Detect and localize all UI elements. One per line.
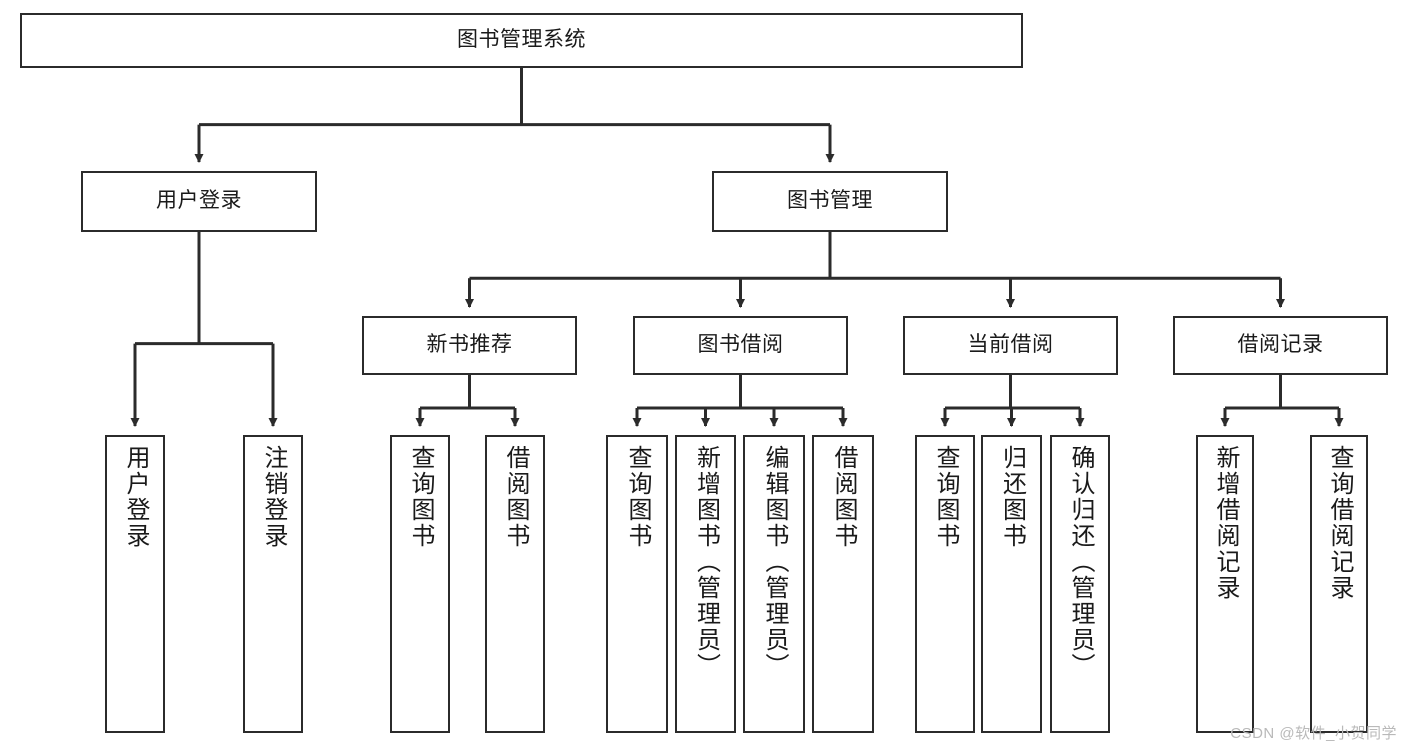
node-leaf-edit-book: 编辑图书（管理员） — [743, 435, 805, 733]
node-label: 新增借阅记录 — [1212, 445, 1239, 601]
node-label: 查询图书 — [624, 445, 651, 549]
node-label: 确认归还（管理员） — [1067, 445, 1094, 679]
node-label: 借阅记录 — [1237, 333, 1324, 357]
node-leaf-query-record: 查询借阅记录 — [1310, 435, 1368, 733]
node-label: 查询图书 — [407, 445, 434, 549]
node-leaf-confirm-return: 确认归还（管理员） — [1050, 435, 1110, 733]
node-label: 用户登录 — [156, 189, 242, 213]
csdn-watermark: CSDN @软件_小贺同学 — [1230, 725, 1397, 742]
node-label: 图书管理系统 — [457, 28, 586, 52]
node-leaf-logout: 注销登录 — [243, 435, 303, 733]
node-label: 借阅图书 — [830, 445, 857, 549]
node-leaf-borrow-book-2: 借阅图书 — [812, 435, 874, 733]
node-label: 注销登录 — [260, 445, 287, 549]
node-label: 查询借阅记录 — [1326, 445, 1353, 601]
node-label: 借阅图书 — [502, 445, 529, 549]
node-leaf-query-book-2: 查询图书 — [606, 435, 668, 733]
node-label: 图书借阅 — [697, 333, 784, 357]
node-leaf-query-book-3: 查询图书 — [915, 435, 975, 733]
node-label: 查询图书 — [932, 445, 959, 549]
node-book-manage: 图书管理 — [712, 171, 948, 232]
node-leaf-return-book: 归还图书 — [981, 435, 1042, 733]
node-label: 归还图书 — [998, 445, 1026, 549]
node-leaf-user-login: 用户登录 — [105, 435, 165, 733]
node-root: 图书管理系统 — [20, 13, 1023, 68]
node-label: 当前借阅 — [967, 333, 1054, 357]
node-leaf-borrow-book-1: 借阅图书 — [485, 435, 545, 733]
node-label: 新书推荐 — [426, 333, 513, 357]
node-label: 编辑图书（管理员） — [761, 445, 788, 679]
node-leaf-query-book-1: 查询图书 — [390, 435, 450, 733]
node-leaf-add-record: 新增借阅记录 — [1196, 435, 1254, 733]
node-label: 新增图书（管理员） — [692, 445, 720, 679]
node-label: 图书管理 — [787, 189, 873, 213]
node-borrow-record: 借阅记录 — [1173, 316, 1388, 375]
node-label: 用户登录 — [122, 445, 149, 549]
node-leaf-add-book: 新增图书（管理员） — [675, 435, 736, 733]
node-book-borrow: 图书借阅 — [633, 316, 848, 375]
node-user-login: 用户登录 — [81, 171, 317, 232]
node-current-borrow: 当前借阅 — [903, 316, 1118, 375]
node-new-book-rec: 新书推荐 — [362, 316, 577, 375]
